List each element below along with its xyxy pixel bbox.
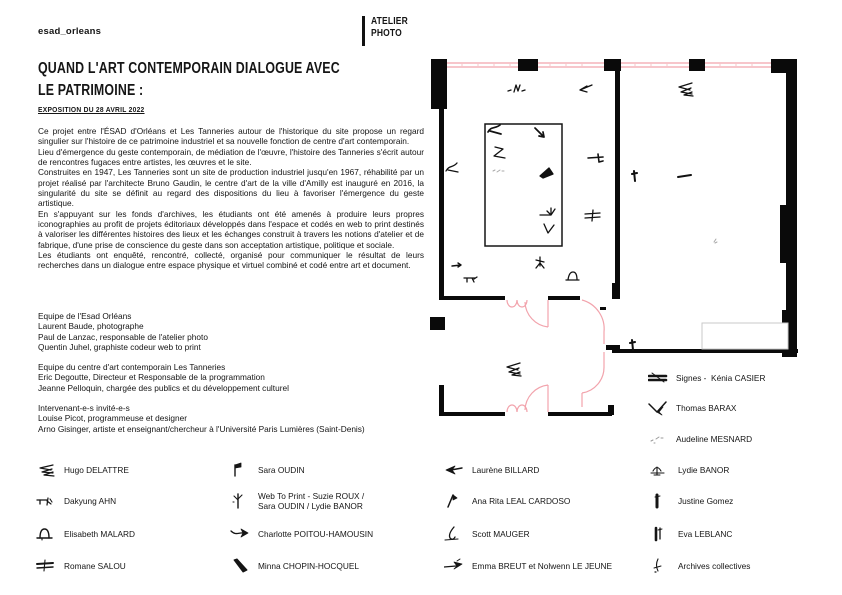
signature-marks [445, 82, 718, 377]
signature-glyph-icon [36, 528, 53, 541]
plan-furniture [701, 322, 789, 350]
legend-item-barax: Thomas BARAX [648, 400, 736, 416]
signature-glyph-icon [36, 497, 53, 506]
team-title: Equipe de l'Esad Orléans [38, 311, 132, 321]
esad-logo: esad_orleans [38, 26, 102, 37]
team-esad: Equipe de l'Esad Orléans Laurent Baude, … [38, 311, 438, 352]
signature-glyph-icon [654, 493, 661, 509]
participant-name: Emma BREUT et Nolwenn LE JEUNE [472, 560, 613, 571]
signes-glyph-icon [648, 372, 668, 383]
team-title: Equipe du centre d'art contemporain Les … [38, 362, 226, 373]
signature-glyph-icon [650, 466, 665, 476]
signature-glyph-icon [447, 494, 458, 508]
exposition-date: EXPOSITION DU 28 AVRIL 2022 [38, 105, 145, 114]
participant-name: Romane SALOU [64, 560, 126, 571]
participant-name: Justine Gomez [678, 495, 734, 506]
signature-glyph-icon [36, 559, 54, 572]
team-tanneries: Equipe du centre d'art contemporain Les … [38, 362, 438, 393]
signature-glyph-icon [234, 462, 242, 477]
participant-web-to-print: Web To Print - Suzie ROUX / Sara OUDIN /… [230, 489, 364, 513]
participant-name: Eva LEBLANC [678, 528, 733, 539]
participant-archives-collectives: Archives collectives [650, 554, 750, 578]
participant-name: Minna CHOPIN-HOCQUEL [258, 560, 359, 571]
participant-sara-oudin: Sara OUDIN [230, 458, 305, 482]
credits-section: Equipe de l'Esad Orléans Laurent Baude, … [38, 311, 438, 444]
legend-item-mesnard: Audeline MESNARD [648, 431, 752, 447]
participant-name: Laurène BILLARD [472, 464, 540, 475]
intro-paragraph: En s'appuyant sur les fonds d'archives, … [38, 208, 424, 250]
participant-minna-chopin-hocquel: Minna CHOPIN-HOCQUEL [230, 554, 359, 578]
team-member: Arno Gisinger, artiste et enseignant/che… [38, 423, 365, 434]
intro-text: Ce projet entre l'ÉSAD d'Orléans et Les … [38, 126, 424, 271]
participant-name: Charlotte POITOU-HAMOUSIN [258, 528, 374, 539]
team-member: Quentin Juhel, graphiste codeur web to p… [38, 341, 201, 352]
team-member: Jeanne Pelloquin, chargée des publics et… [38, 382, 289, 393]
intro-paragraph: Lieu d'émergence du geste contemporain, … [38, 146, 424, 168]
participant-romane-salou: Romane SALOU [36, 554, 126, 578]
intro-paragraph: Construites en 1947, Les Tanneries sont … [38, 167, 424, 209]
participant-lydie-banor: Lydie BANOR [650, 458, 729, 482]
signature-glyph-icon [232, 493, 243, 509]
plan-inner-room [484, 123, 563, 247]
participant-laurene-billard: Laurène BILLARD [444, 458, 539, 482]
plan-doors [506, 299, 605, 413]
team-member: Louise Picot, programmeuse et designer [38, 413, 187, 424]
participant-hugo-delattre: Hugo DELATTRE [36, 458, 129, 482]
participant-name: Sara OUDIN [258, 464, 305, 475]
participant-eva-leblanc: Eva LEBLANC [650, 522, 732, 546]
vertical-bar-icon [362, 16, 365, 46]
participant-name: Ana Rita LEAL CARDOSO [472, 495, 571, 506]
team-title: Intervenant-e-s invité-e-s [38, 403, 130, 414]
signature-glyph-icon [230, 528, 249, 538]
participant-name: Elisabeth MALARD [64, 528, 136, 539]
legend-label: Signes - Kénia CASIER [676, 373, 766, 383]
team-member: Eric Degoutte, Directeur et Responsable … [38, 372, 265, 383]
signature-glyph-icon [444, 558, 463, 570]
floor-plan [430, 59, 798, 416]
intro-paragraph: Ce projet entre l'ÉSAD d'Orléans et Les … [38, 126, 424, 147]
barax-glyph-icon [648, 401, 667, 416]
intro-paragraph: Les étudiants ont enquêté, rencontré, co… [38, 250, 424, 271]
participant-name: Archives collectives [678, 560, 751, 571]
mesnard-glyph-icon [650, 436, 664, 444]
participant-elisabeth-malard: Elisabeth MALARD [36, 522, 135, 546]
participant-justine-gomez: Justine Gomez [650, 489, 733, 513]
legend-item-signes: Signes - Kénia CASIER [648, 370, 765, 386]
team-intervenants: Intervenant-e-s invité-e-s Louise Picot,… [38, 403, 438, 434]
participant-name: Web To Print - Suzie ROUX / Sara OUDIN /… [258, 490, 365, 512]
signature-glyph-icon [444, 526, 459, 541]
participant-name: Dakyung AHN [64, 495, 117, 506]
team-member: Paul de Lanzac, responsable de l'atelier… [38, 331, 208, 342]
atelier-photo-badge: ATELIER PHOTO [362, 16, 414, 46]
legend-label: Thomas BARAX [676, 403, 737, 413]
participant-name: Hugo DELATTRE [64, 464, 129, 475]
participant-dakyung-ahn: Dakyung AHN [36, 489, 116, 513]
participant-name: Scott MAUGER [472, 528, 530, 539]
page-title: QUAND L'ART CONTEMPORAIN DIALOGUE AVEC L… [38, 60, 340, 99]
signature-glyph-icon [233, 558, 248, 573]
signature-glyph-icon [445, 465, 463, 475]
participant-charlotte-poitou-hamousin: Charlotte POITOU-HAMOUSIN [230, 522, 373, 546]
legend-label: Audeline MESNARD [676, 434, 753, 444]
participant-emma-breut-nolwenn-le-jeune: Emma BREUT et Nolwenn LE JEUNE [444, 554, 612, 578]
atelier-photo-label: ATELIER PHOTO [371, 16, 408, 39]
signature-glyph-icon [39, 464, 55, 477]
participant-scott-mauger: Scott MAUGER [444, 522, 530, 546]
participant-ana-rita-leal-cardoso: Ana Rita LEAL CARDOSO [444, 489, 570, 513]
plan-walls [430, 59, 798, 416]
team-member: Laurent Baude, photographe [38, 321, 144, 332]
signature-glyph-icon [653, 558, 662, 573]
signature-glyph-icon [654, 526, 663, 542]
participant-name: Lydie BANOR [678, 464, 730, 475]
